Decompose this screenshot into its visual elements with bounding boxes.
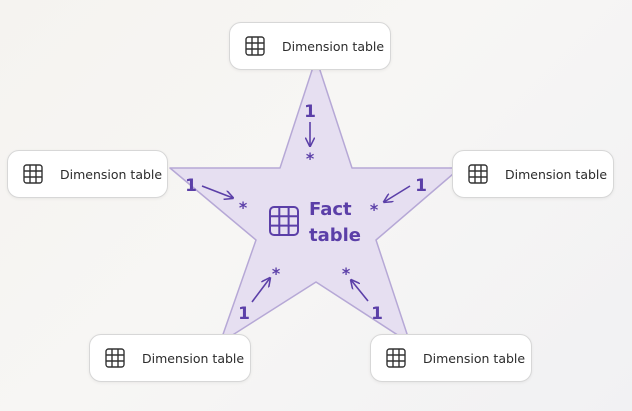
cardinality-one-left: 1 xyxy=(185,176,197,196)
relationship-bottom-left: 1 * xyxy=(238,264,281,324)
relationship-bottom-right: 1 * xyxy=(342,264,383,324)
cardinality-one-bottom-right: 1 xyxy=(371,304,383,324)
cardinality-many-left: * xyxy=(239,198,248,217)
relationship-arrow-bottom-left xyxy=(251,278,270,303)
relationship-arrow-left xyxy=(201,185,233,198)
dimension-card-top[interactable]: Dimension table xyxy=(229,22,391,70)
table-grid-icon xyxy=(23,164,43,184)
table-grid-icon xyxy=(105,348,125,368)
dimension-card-bottom-right[interactable]: Dimension table xyxy=(370,334,532,382)
dimension-table-label: Dimension table xyxy=(60,166,163,182)
relationship-left: 1 * xyxy=(185,176,248,217)
dimension-table-label: Dimension table xyxy=(423,350,526,366)
cardinality-many-right: * xyxy=(370,200,379,219)
table-grid-icon xyxy=(468,164,488,184)
table-grid-icon xyxy=(245,36,265,56)
dimension-card-right[interactable]: Dimension table xyxy=(452,150,614,198)
dimension-card-left[interactable]: Dimension table xyxy=(7,150,168,198)
relationship-top: 1 * xyxy=(304,102,316,168)
fact-star-shape xyxy=(169,57,461,344)
relationship-right: 1 * xyxy=(370,176,427,219)
cardinality-one-top: 1 xyxy=(304,102,316,122)
dimension-table-label: Dimension table xyxy=(282,38,385,54)
fact-table-icon xyxy=(269,206,299,236)
relationship-arrow-bottom-right xyxy=(351,280,369,302)
cardinality-one-right: 1 xyxy=(415,176,427,196)
dimension-card-bottom-left[interactable]: Dimension table xyxy=(89,334,251,382)
cardinality-many-bottom-right: * xyxy=(342,264,351,283)
cardinality-many-top: * xyxy=(306,149,315,168)
relationship-arrow-right xyxy=(384,185,411,202)
table-grid-icon xyxy=(386,348,406,368)
fact-table-title-line1: Fact xyxy=(309,199,352,220)
cardinality-many-bottom-left: * xyxy=(272,264,281,283)
fact-table-title-line2: table xyxy=(309,225,361,246)
dimension-table-label: Dimension table xyxy=(505,166,608,182)
dimension-table-label: Dimension table xyxy=(142,350,245,366)
cardinality-one-bottom-left: 1 xyxy=(238,304,250,324)
